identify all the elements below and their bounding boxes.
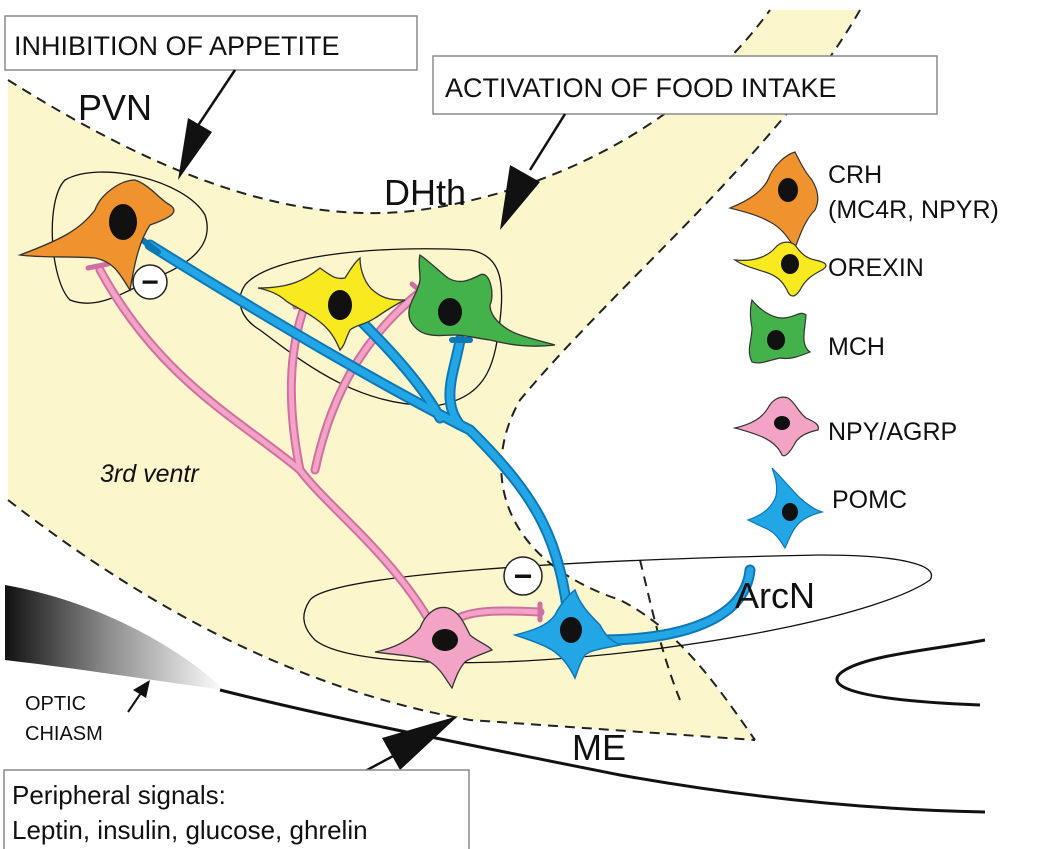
legend-npy-agrp-nucleus [774,416,790,430]
npy-agrp-neuron [374,606,494,690]
mch-nucleus [438,298,462,326]
npy-agrp-nucleus [432,629,458,651]
dhth-label: DHth [384,172,466,213]
pvn-label: PVN [78,87,152,128]
crh-neuron [17,179,175,292]
dhth-outline [239,248,503,406]
inhibition-callout-text: INHIBITION OF APPETITE [14,31,340,61]
third-ventricle-label: 3rd ventr [100,460,200,488]
inhibition-symbol-pvn: − [132,264,168,300]
optic-chiasm [5,585,225,690]
legend-pomc-label: POMC [832,486,907,514]
inhibition-callout-box [4,15,418,71]
legend-orexin-nucleus [781,254,799,274]
recess-line [835,638,986,707]
optic-chiasm-label-line2: CHIASM [25,723,103,745]
activation-callout-text: ACTIVATION OF FOOD INTAKE [445,73,837,103]
brain-surface-line [219,688,986,814]
legend-pomc-nucleus [782,503,798,521]
optic-chiasm-label-line1: OPTIC [25,693,86,715]
legend-crh-sublabel: (MC4R, NPYR) [828,196,999,224]
pomc-nucleus [560,617,582,643]
inhibition-minus-arc: − [514,558,533,594]
peripheral-signals-title: Peripheral signals: [12,780,226,810]
activation-callout-box [432,55,938,115]
legend-orexin-icon [732,241,827,297]
hypothalamus-region [8,10,860,740]
region-border-arc [639,559,681,701]
inhibition-arrow [178,69,237,180]
activation-arrow [500,113,567,230]
crh-nucleus [109,204,137,240]
legend-mch-label: MCH [828,333,885,361]
region-border-lower [7,499,756,741]
legend-npy-agrp-label: NPY/AGRP [828,418,957,446]
optic-arrow [127,680,150,713]
orexin-nucleus [328,290,352,320]
legend-mch-nucleus [767,330,785,350]
legend-crh-label: CRH [828,161,882,189]
arcn-label: ArcN [735,575,815,616]
legend-orexin-label: OREXIN [828,254,924,282]
inhibition-minus-pvn: − [141,266,159,299]
me-label: ME [572,727,626,768]
peripheral-signals-list: Leptin, insulin, glucose, ghrelin [12,815,368,845]
legend-crh-nucleus [778,178,798,202]
legend: CRH (MC4R, NPYR) OREXIN MCH NPY/AGRP POM… [728,151,999,550]
peripheral-signals-box [3,769,470,849]
legend-crh-icon [728,151,819,250]
inhibition-symbol-arc: − [503,556,543,596]
npy-agrp-fibers-fill [97,267,543,643]
